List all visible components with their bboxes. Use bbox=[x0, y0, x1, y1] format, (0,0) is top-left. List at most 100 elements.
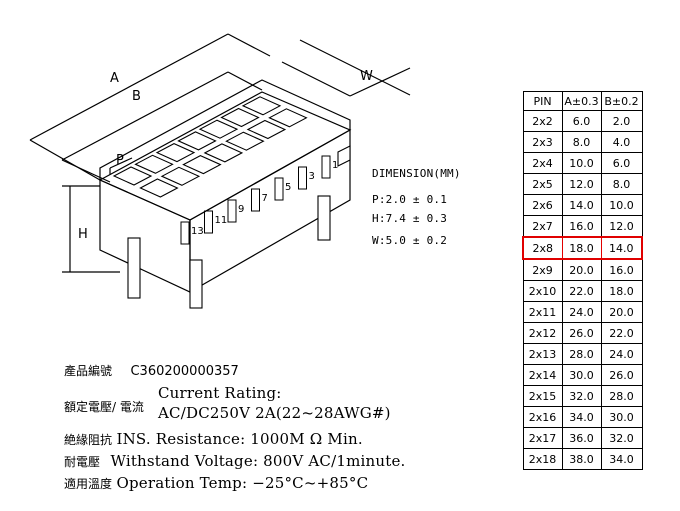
insulation-label: 絶緣阻抗 bbox=[64, 433, 113, 447]
cavity bbox=[268, 108, 308, 128]
label-a: A bbox=[110, 71, 119, 86]
cell-pin: 2x10 bbox=[522, 280, 563, 302]
product-no-label: 產品編號 bbox=[64, 364, 113, 378]
cell-pin: 2x15 bbox=[522, 385, 563, 407]
dimension-h: H:7.4 ± 0.3 bbox=[372, 212, 448, 225]
cell-b: 14.0 bbox=[600, 236, 643, 260]
cavity bbox=[160, 166, 201, 186]
pin-number-label: 11 bbox=[215, 215, 228, 226]
label-b: B bbox=[132, 89, 141, 104]
cavity bbox=[241, 96, 282, 116]
cavity bbox=[246, 119, 287, 140]
cavity bbox=[155, 142, 196, 163]
cell-b: 10.0 bbox=[600, 194, 643, 216]
voltage-value: Withstand Voltage: 800V AC/1minute. bbox=[110, 452, 406, 470]
pin-window bbox=[274, 177, 284, 201]
cell-a: 30.0 bbox=[561, 364, 602, 386]
cavity bbox=[112, 166, 153, 186]
temp-label: 適用溫度 bbox=[64, 477, 113, 491]
cell-pin: 2x14 bbox=[522, 364, 563, 386]
cell-a: 22.0 bbox=[561, 280, 602, 302]
pin-number-label: 3 bbox=[309, 171, 315, 182]
cell-b: 24.0 bbox=[600, 343, 643, 365]
cell-a: 14.0 bbox=[561, 194, 602, 216]
cell-b: 16.0 bbox=[600, 258, 643, 281]
header-pin: PIN bbox=[522, 91, 563, 111]
cell-pin: 2x8 bbox=[522, 236, 563, 260]
pin-window bbox=[298, 166, 307, 190]
cell-pin: 2x6 bbox=[522, 194, 563, 216]
cavity bbox=[177, 131, 217, 151]
header-b: B±0.2 bbox=[600, 91, 643, 111]
cell-pin: 2x4 bbox=[522, 152, 563, 174]
cell-pin: 2x16 bbox=[522, 406, 563, 428]
pin-number-label: 9 bbox=[238, 204, 244, 215]
temp-value: Operation Temp: −25°C~+85°C bbox=[116, 474, 369, 492]
cell-b: 18.0 bbox=[600, 280, 643, 302]
cell-pin: 2x11 bbox=[522, 301, 563, 323]
cavity bbox=[139, 178, 179, 198]
cell-b: 12.0 bbox=[600, 215, 643, 238]
voltage-label: 耐電壓 bbox=[64, 455, 101, 469]
label-w: W bbox=[360, 69, 373, 84]
cell-a: 12.0 bbox=[561, 173, 602, 195]
cell-b: 22.0 bbox=[600, 322, 643, 344]
cell-b: 28.0 bbox=[600, 385, 643, 407]
rating-line1: Current Rating: bbox=[158, 384, 282, 402]
cell-a: 8.0 bbox=[561, 131, 602, 153]
spec-product-no: 產品編號 C360200000357 bbox=[64, 362, 239, 379]
cell-b: 34.0 bbox=[600, 448, 643, 470]
cell-b: 26.0 bbox=[600, 364, 643, 386]
cell-b: 4.0 bbox=[600, 131, 643, 153]
cell-a: 24.0 bbox=[561, 301, 602, 323]
cell-pin: 2x3 bbox=[522, 131, 563, 153]
header-a: A±0.3 bbox=[561, 91, 602, 111]
pin-number-label: 1 bbox=[332, 160, 338, 171]
label-p: P bbox=[116, 153, 124, 168]
cell-pin: 2x12 bbox=[522, 322, 563, 344]
table-header-row: PIN A±0.3 B±0.2 bbox=[522, 91, 643, 111]
cavity bbox=[198, 119, 239, 139]
spec-temp: 適用溫度 Operation Temp: −25°C~+85°C bbox=[64, 474, 368, 492]
cavity bbox=[203, 143, 244, 163]
rating-line2: AC/DC250V 2A(22~28AWG#) bbox=[158, 404, 391, 422]
cell-a: 18.0 bbox=[561, 236, 602, 260]
cavity bbox=[134, 154, 174, 174]
spec-insulation: 絶緣阻抗 INS. Resistance: 1000M Ω Min. bbox=[64, 430, 363, 448]
cell-a: 16.0 bbox=[561, 215, 602, 238]
cell-b: 32.0 bbox=[600, 427, 643, 449]
label-h: H bbox=[78, 227, 88, 242]
cell-b: 6.0 bbox=[600, 152, 643, 174]
dimension-title: DIMENSION(MM) bbox=[372, 167, 461, 180]
cell-a: 36.0 bbox=[561, 427, 602, 449]
cell-b: 30.0 bbox=[600, 406, 643, 428]
cell-a: 34.0 bbox=[561, 406, 602, 428]
spec-voltage: 耐電壓 Withstand Voltage: 800V AC/1minute. bbox=[64, 452, 406, 470]
pin-window bbox=[251, 188, 260, 212]
cell-a: 38.0 bbox=[561, 448, 602, 470]
pin-window bbox=[321, 155, 331, 179]
cell-pin: 2x2 bbox=[522, 110, 563, 132]
pin-number-label: 7 bbox=[262, 193, 268, 204]
cell-pin: 2x13 bbox=[522, 343, 563, 365]
insulation-value: INS. Resistance: 1000M Ω Min. bbox=[116, 430, 363, 448]
cavity bbox=[225, 131, 265, 151]
cell-a: 20.0 bbox=[561, 258, 602, 281]
cell-pin: 2x5 bbox=[522, 173, 563, 195]
